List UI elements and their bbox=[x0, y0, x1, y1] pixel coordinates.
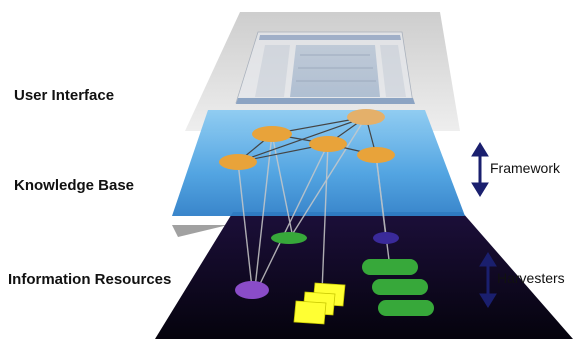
knowledge-base-label: Knowledge Base bbox=[14, 177, 135, 194]
harvesters-arrow bbox=[479, 252, 497, 308]
resource-green bbox=[372, 279, 428, 295]
kb-node bbox=[309, 136, 347, 152]
resource-purple bbox=[373, 232, 399, 244]
resource-green bbox=[378, 300, 434, 316]
information-resources-label: Information Resources bbox=[8, 271, 172, 288]
user-interface-plane bbox=[185, 12, 460, 131]
knowledge-graph-nodes bbox=[219, 109, 395, 170]
resource-green bbox=[362, 259, 418, 275]
resource-documents bbox=[293, 282, 346, 325]
information-resources bbox=[235, 232, 434, 325]
kb-node bbox=[347, 109, 385, 125]
user-interface-label: User Interface bbox=[14, 87, 115, 104]
kb-node bbox=[357, 147, 395, 163]
framework-arrow bbox=[471, 142, 489, 197]
ui-screenshot bbox=[235, 31, 415, 104]
resource-green bbox=[271, 232, 307, 244]
framework-label: Framework bbox=[490, 160, 561, 176]
harvesters-label: Harvesters bbox=[497, 270, 565, 286]
kb-node bbox=[219, 154, 257, 170]
kb-node bbox=[252, 126, 292, 142]
resource-purple bbox=[235, 281, 269, 299]
resource-connections bbox=[237, 116, 391, 293]
